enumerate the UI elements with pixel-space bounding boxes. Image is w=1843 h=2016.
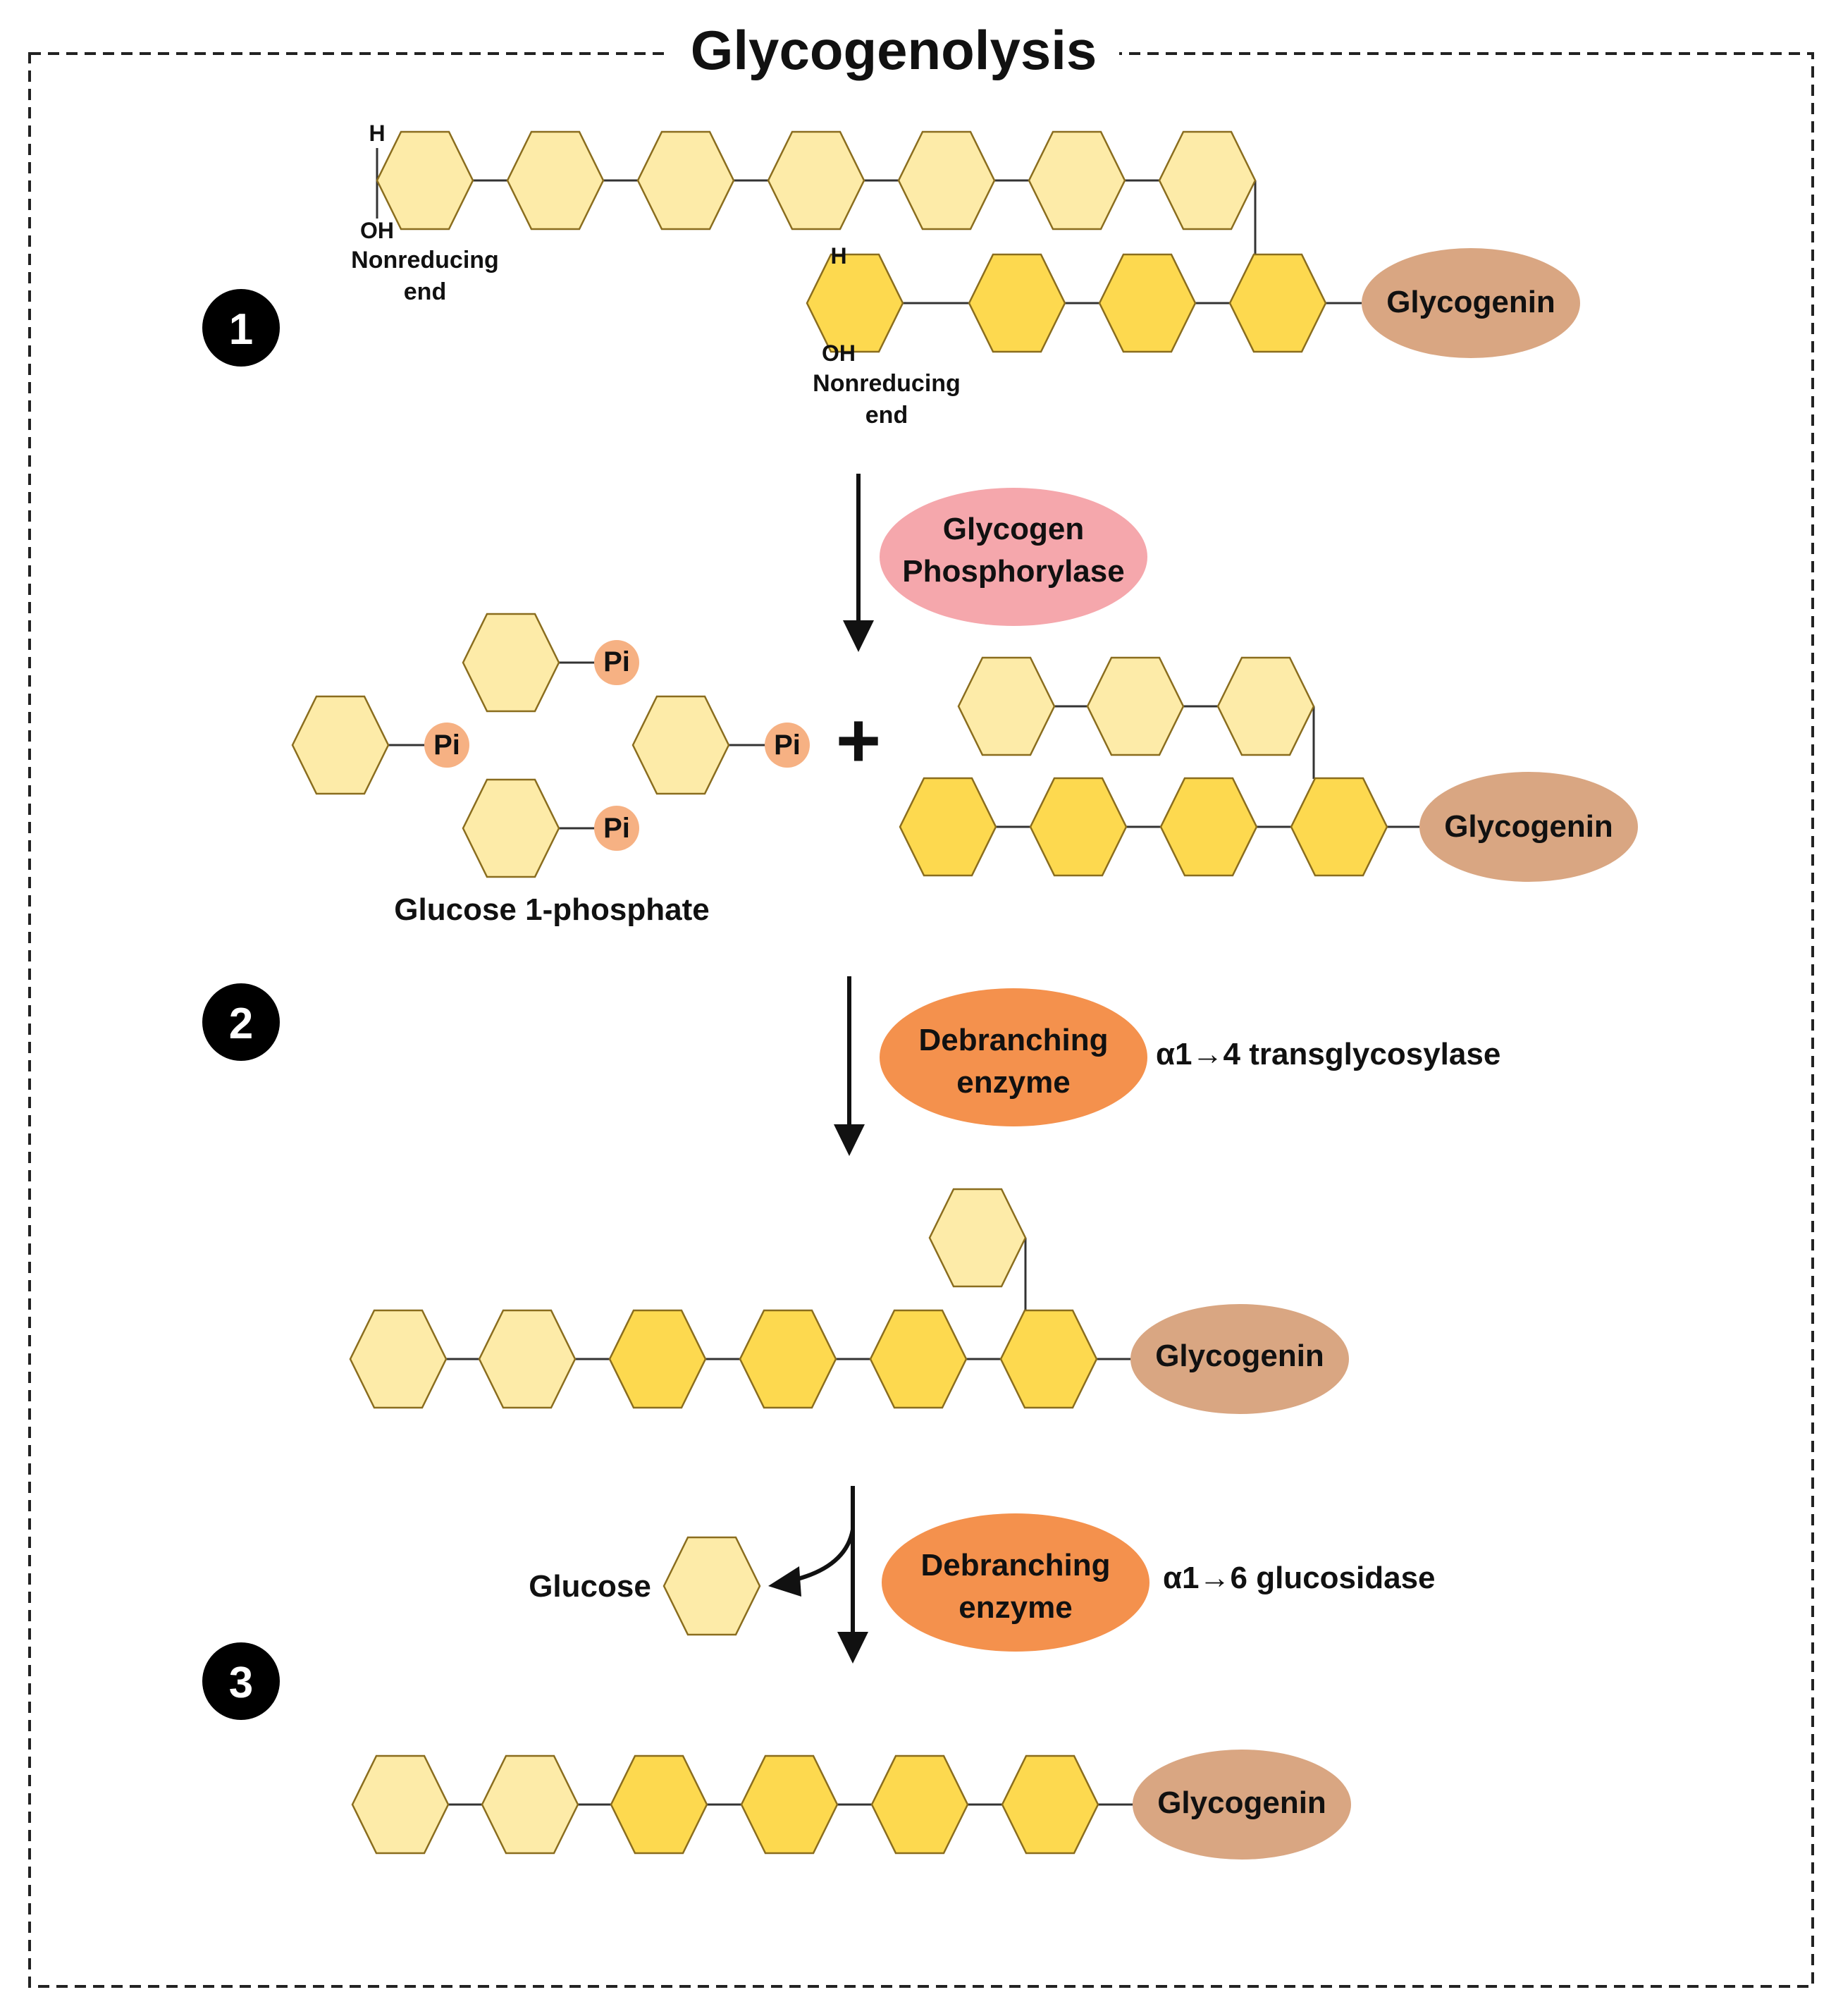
glycogenin-oval xyxy=(1130,1304,1349,1414)
glucose-unit-dark xyxy=(610,1754,708,1855)
glucose-unit-light xyxy=(506,130,605,231)
glucose-unit-light xyxy=(351,1754,450,1855)
glucose-unit-light xyxy=(291,695,390,795)
debranching-enzyme-1-line-2: enzyme xyxy=(956,1065,1070,1100)
glucose-unit-light xyxy=(631,695,730,795)
glucose-label: Glucose xyxy=(529,1569,651,1604)
glycogenin-oval xyxy=(1133,1750,1351,1860)
glycogenin-label-2: Glycogenin xyxy=(1444,809,1613,844)
glucose-unit-light xyxy=(1086,656,1185,756)
glucose-unit-light xyxy=(462,778,560,878)
glucose-1-phosphate-label: Glucose 1-phosphate xyxy=(394,892,709,927)
glucose-unit-dark xyxy=(1029,777,1128,877)
glucose-unit-light xyxy=(767,130,865,231)
arrow-step-2 xyxy=(834,976,865,1156)
glycogenin-oval xyxy=(1419,772,1638,882)
glucose-units xyxy=(291,130,1388,1855)
svg-text:1: 1 xyxy=(229,305,253,354)
glycogenin-label-3: Glycogenin xyxy=(1155,1339,1324,1373)
glucose-unit-light xyxy=(662,1536,761,1636)
phosphate-circle xyxy=(765,723,810,768)
glucose-unit-dark xyxy=(739,1309,837,1409)
transglycosylase-label: α1→4 transglycosylase xyxy=(1156,1037,1500,1071)
step-1-badge: 1 xyxy=(202,289,280,367)
glucose-unit-light xyxy=(478,1309,577,1409)
glucose-unit-dark xyxy=(608,1309,707,1409)
glucose-unit-dark xyxy=(1228,253,1327,353)
end-label-top: end xyxy=(404,278,446,305)
glycosidic-bonds xyxy=(376,148,1420,1806)
glucose-unit-light xyxy=(481,1754,579,1855)
arrow-step-1 xyxy=(843,474,874,652)
molecule-ovals xyxy=(424,248,1638,1860)
phosphate-circle xyxy=(424,723,469,768)
pi-label: Pi xyxy=(774,730,801,761)
debranching-enzyme-2-line-2: enzyme xyxy=(959,1590,1072,1625)
glucose-unit-light xyxy=(928,1188,1027,1288)
pi-label: Pi xyxy=(603,813,630,844)
debranching-enzyme-2-line-1: Debranching xyxy=(921,1548,1111,1582)
title-backdrop xyxy=(668,14,1119,92)
step-2-badge: 2 xyxy=(202,983,280,1061)
pi-label: Pi xyxy=(433,730,460,761)
glucose-unit-dark xyxy=(1098,253,1197,353)
nonreducing-label-top: Nonreducing xyxy=(351,247,499,273)
glucose-release-arrow xyxy=(768,1529,855,1597)
glucose-unit-light xyxy=(1028,130,1126,231)
svg-text:2: 2 xyxy=(229,1000,253,1048)
plus-sign: + xyxy=(836,697,881,784)
glucose-unit-dark xyxy=(869,1309,968,1409)
phosphate-circle xyxy=(594,640,639,685)
debranching-enzyme-oval xyxy=(882,1513,1149,1652)
phosphorylase-label-line-1: Glycogen xyxy=(943,512,1085,546)
glycogenin-oval xyxy=(1362,248,1580,358)
glucose-unit-dark xyxy=(968,253,1066,353)
diagram-title: Glycogenolysis xyxy=(691,19,1097,81)
dashed-frame xyxy=(28,52,1814,1988)
glucose-unit-dark xyxy=(1159,777,1258,877)
arrow-step-3 xyxy=(837,1486,868,1664)
glucose-unit-light xyxy=(1216,656,1315,756)
phosphate-circle xyxy=(594,806,639,851)
pi-label: Pi xyxy=(603,646,630,677)
h-label-top: H xyxy=(369,121,385,146)
glucose-unit-light xyxy=(897,130,996,231)
glucose-unit-dark xyxy=(1001,1754,1099,1855)
glucose-unit-light xyxy=(957,656,1056,756)
h-label-branch: H xyxy=(830,243,846,269)
glucose-unit-dark xyxy=(740,1754,839,1855)
phosphorylase-label-line-2: Phosphorylase xyxy=(902,554,1124,589)
oh-label-top: OH xyxy=(360,218,394,243)
debranching-enzyme-oval xyxy=(880,988,1147,1126)
nonreducing-label-branch: Nonreducing xyxy=(813,370,961,397)
glycogenin-label-4: Glycogenin xyxy=(1157,1785,1326,1820)
glucose-unit-light xyxy=(462,613,560,713)
glucose-unit-dark xyxy=(806,253,904,353)
svg-text:3: 3 xyxy=(229,1659,253,1707)
glucose-unit-dark xyxy=(870,1754,969,1855)
glucosidase-label: α1→6 glucosidase xyxy=(1163,1561,1436,1595)
debranching-enzyme-1-line-1: Debranching xyxy=(919,1023,1109,1057)
glucose-unit-light xyxy=(636,130,735,231)
step-3-badge: 3 xyxy=(202,1642,280,1720)
glucose-unit-dark xyxy=(899,777,997,877)
glycogenin-label-1: Glycogenin xyxy=(1386,285,1555,319)
end-label-branch: end xyxy=(865,402,908,429)
oh-label-branch: OH xyxy=(822,340,856,366)
glucose-unit-dark xyxy=(999,1309,1098,1409)
phosphorylase-oval xyxy=(880,488,1147,626)
glucose-unit-light xyxy=(349,1309,448,1409)
glucose-unit-light xyxy=(1158,130,1257,231)
glucose-unit-dark xyxy=(1290,777,1388,877)
glucose-unit-light xyxy=(376,130,474,231)
